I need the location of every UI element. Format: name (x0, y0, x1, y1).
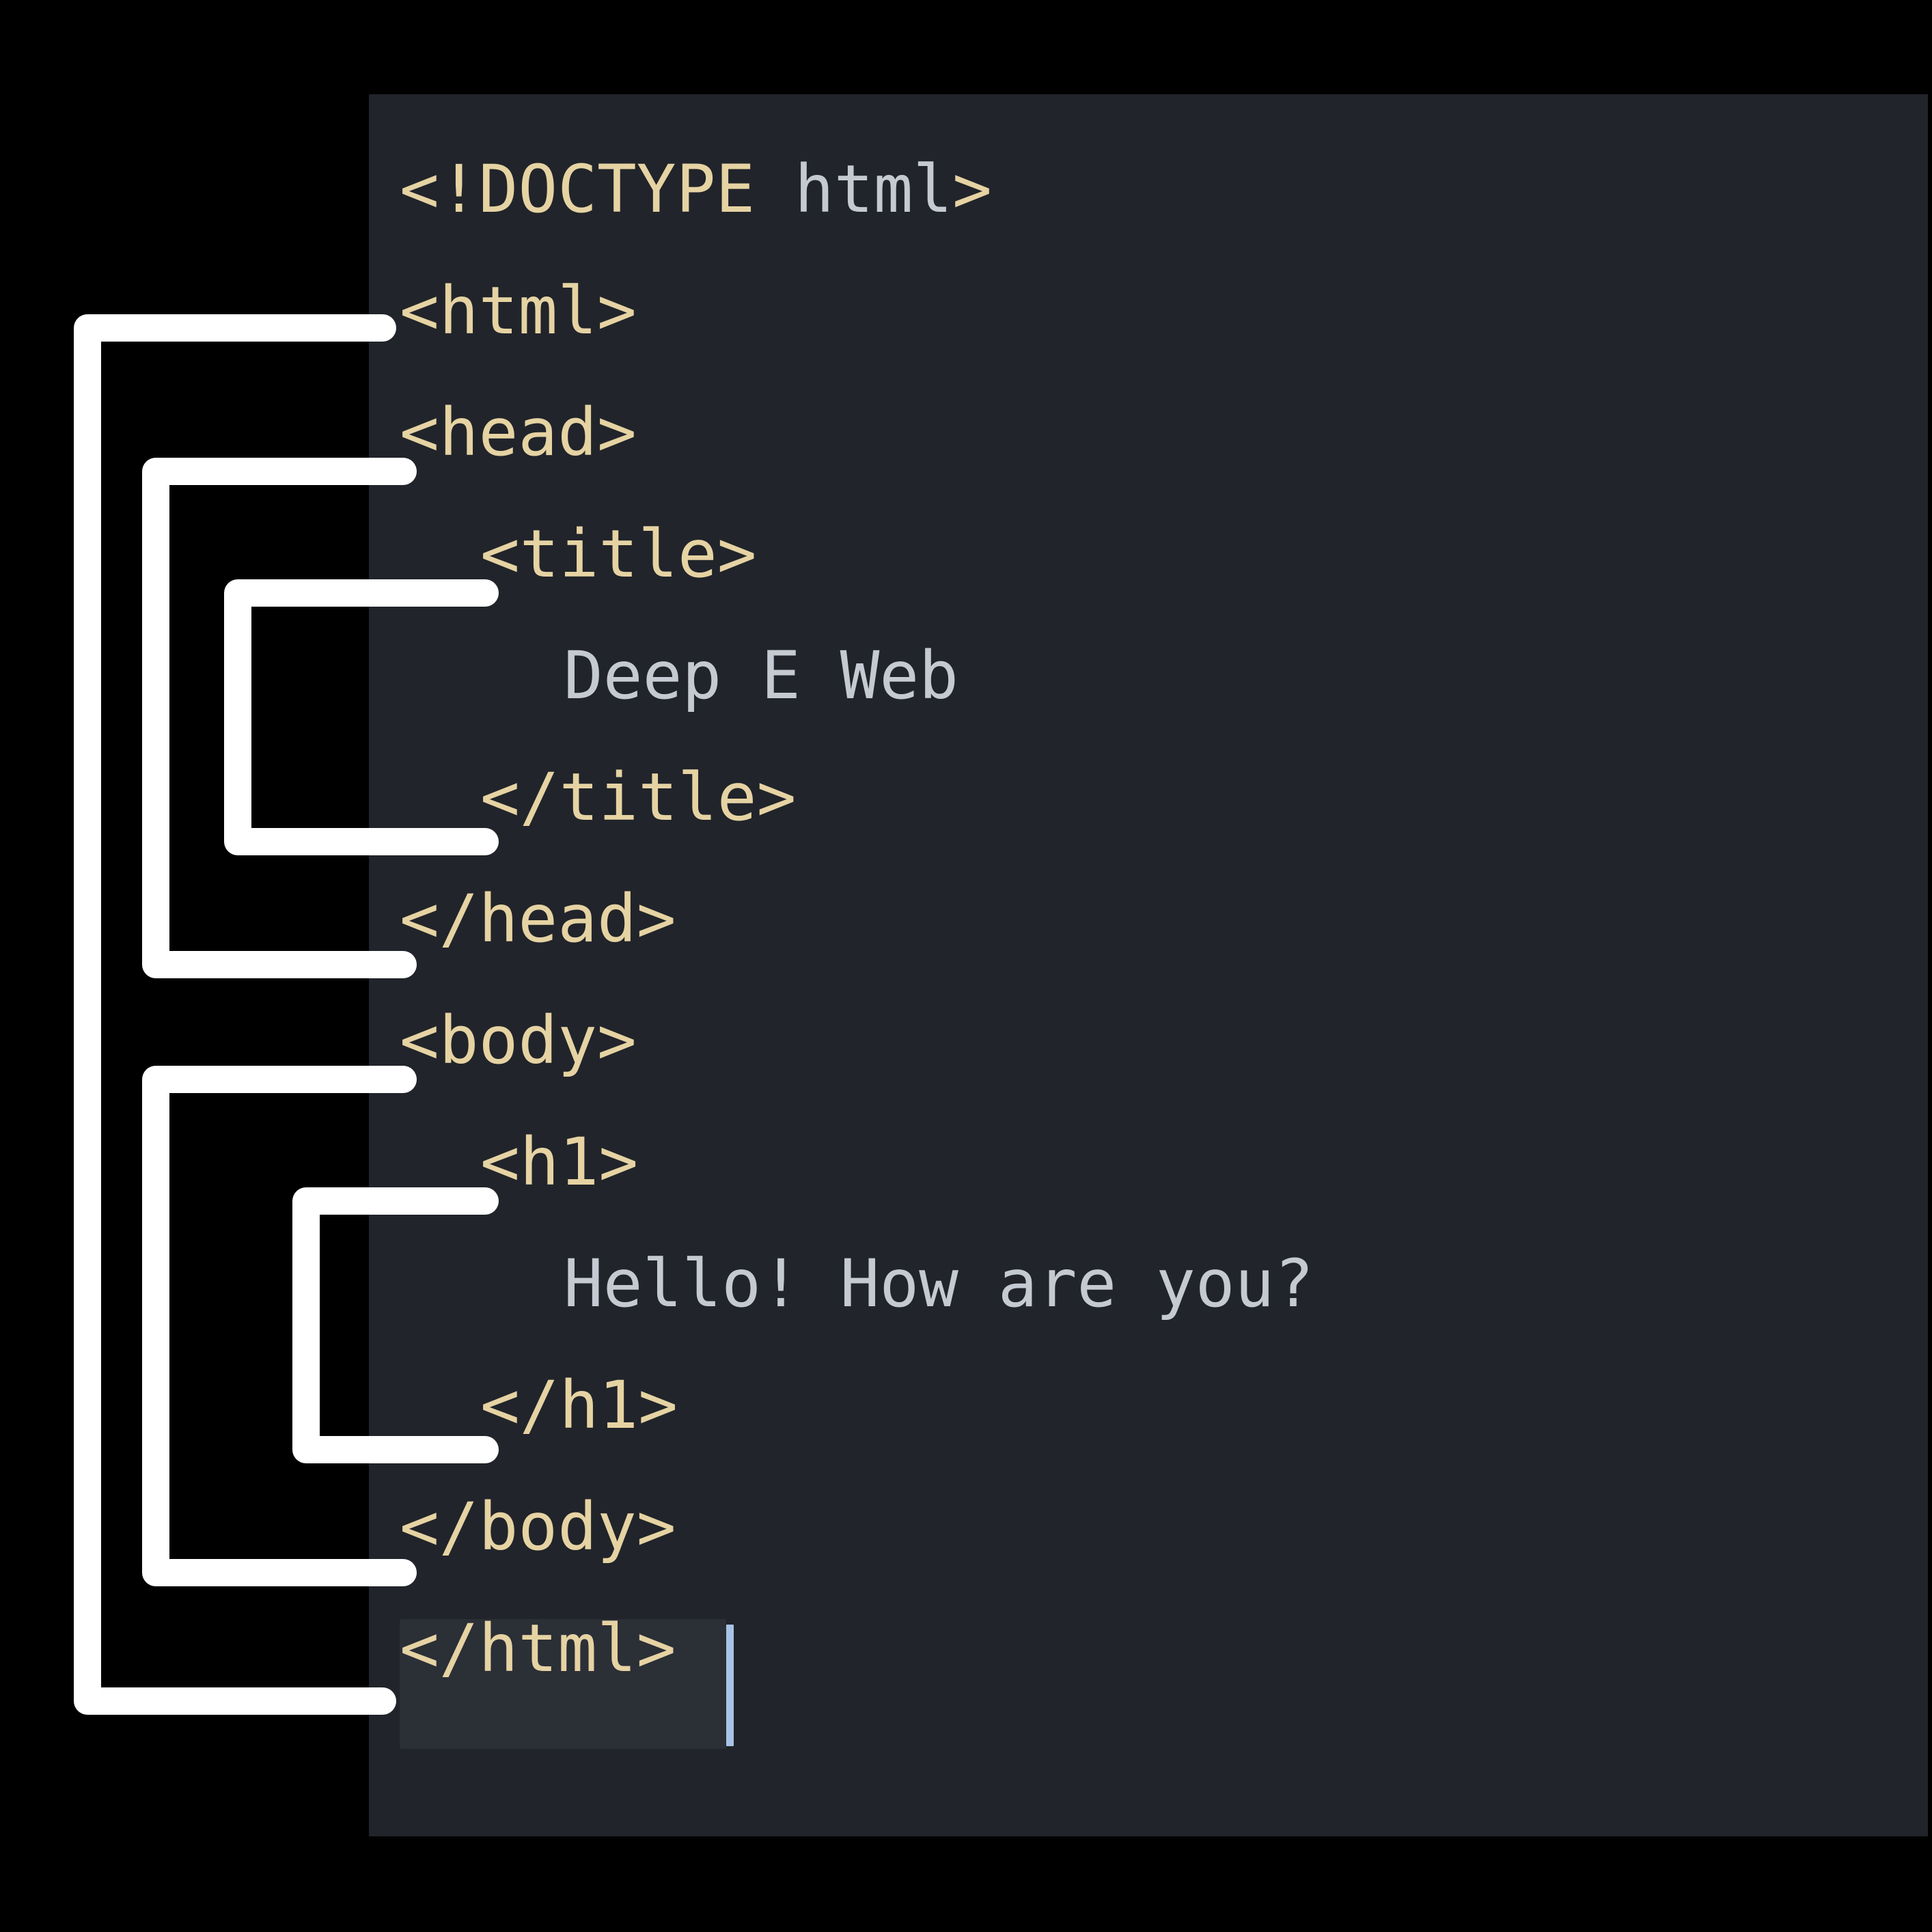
code-line-html-close[interactable]: </html> (400, 1588, 676, 1709)
code-line-title-content[interactable]: Deep E Web (564, 615, 958, 736)
code-token-doctype-close: > (952, 151, 992, 227)
code-line-title-open[interactable]: <title> (480, 493, 757, 615)
code-token-title-text: Deep E Web (564, 637, 958, 714)
code-token-h1-open: <h1> (480, 1124, 639, 1200)
bracket-body-pair (142, 1066, 417, 1586)
code-line-title-close[interactable]: </title> (480, 736, 796, 858)
code-token-h1-close: </h1> (480, 1367, 678, 1444)
code-line-h1-open[interactable]: <h1> (480, 1101, 638, 1223)
bracket-html-pair (74, 314, 396, 1715)
code-line-html-open[interactable]: <html> (400, 250, 637, 372)
code-line-body-close[interactable]: </body> (400, 1466, 676, 1588)
code-editor-panel[interactable]: <!DOCTYPE html> <html> <head> <title> De… (369, 94, 1928, 1836)
code-token-body-open: <body> (400, 1002, 637, 1079)
code-token-title-open: <title> (480, 516, 757, 592)
code-line-h1-content[interactable]: Hello! How are you? (564, 1223, 1314, 1344)
bracket-head-pair (142, 458, 417, 978)
code-line-head-close[interactable]: </head> (400, 858, 676, 980)
code-token-doctype-name: html (794, 151, 953, 227)
code-token-html-open: <html> (400, 273, 637, 349)
code-token-body-close: </body> (400, 1489, 676, 1565)
code-line-h1-close[interactable]: </h1> (480, 1344, 678, 1466)
code-line-body-open[interactable]: <body> (400, 980, 637, 1101)
code-token-title-close: </title> (480, 759, 797, 836)
code-line-head-open[interactable]: <head> (400, 372, 637, 493)
code-token-head-close: </head> (400, 881, 676, 957)
current-line-highlight (400, 1619, 726, 1749)
code-token-h1-text: Hello! How are you? (564, 1245, 1314, 1322)
code-token-doctype-open: <!DOCTYPE (400, 151, 795, 227)
code-line-doctype[interactable]: <!DOCTYPE html> (400, 128, 992, 250)
text-cursor (726, 1625, 734, 1746)
code-token-html-close: </html> (400, 1610, 676, 1687)
code-token-head-open: <head> (400, 394, 637, 471)
